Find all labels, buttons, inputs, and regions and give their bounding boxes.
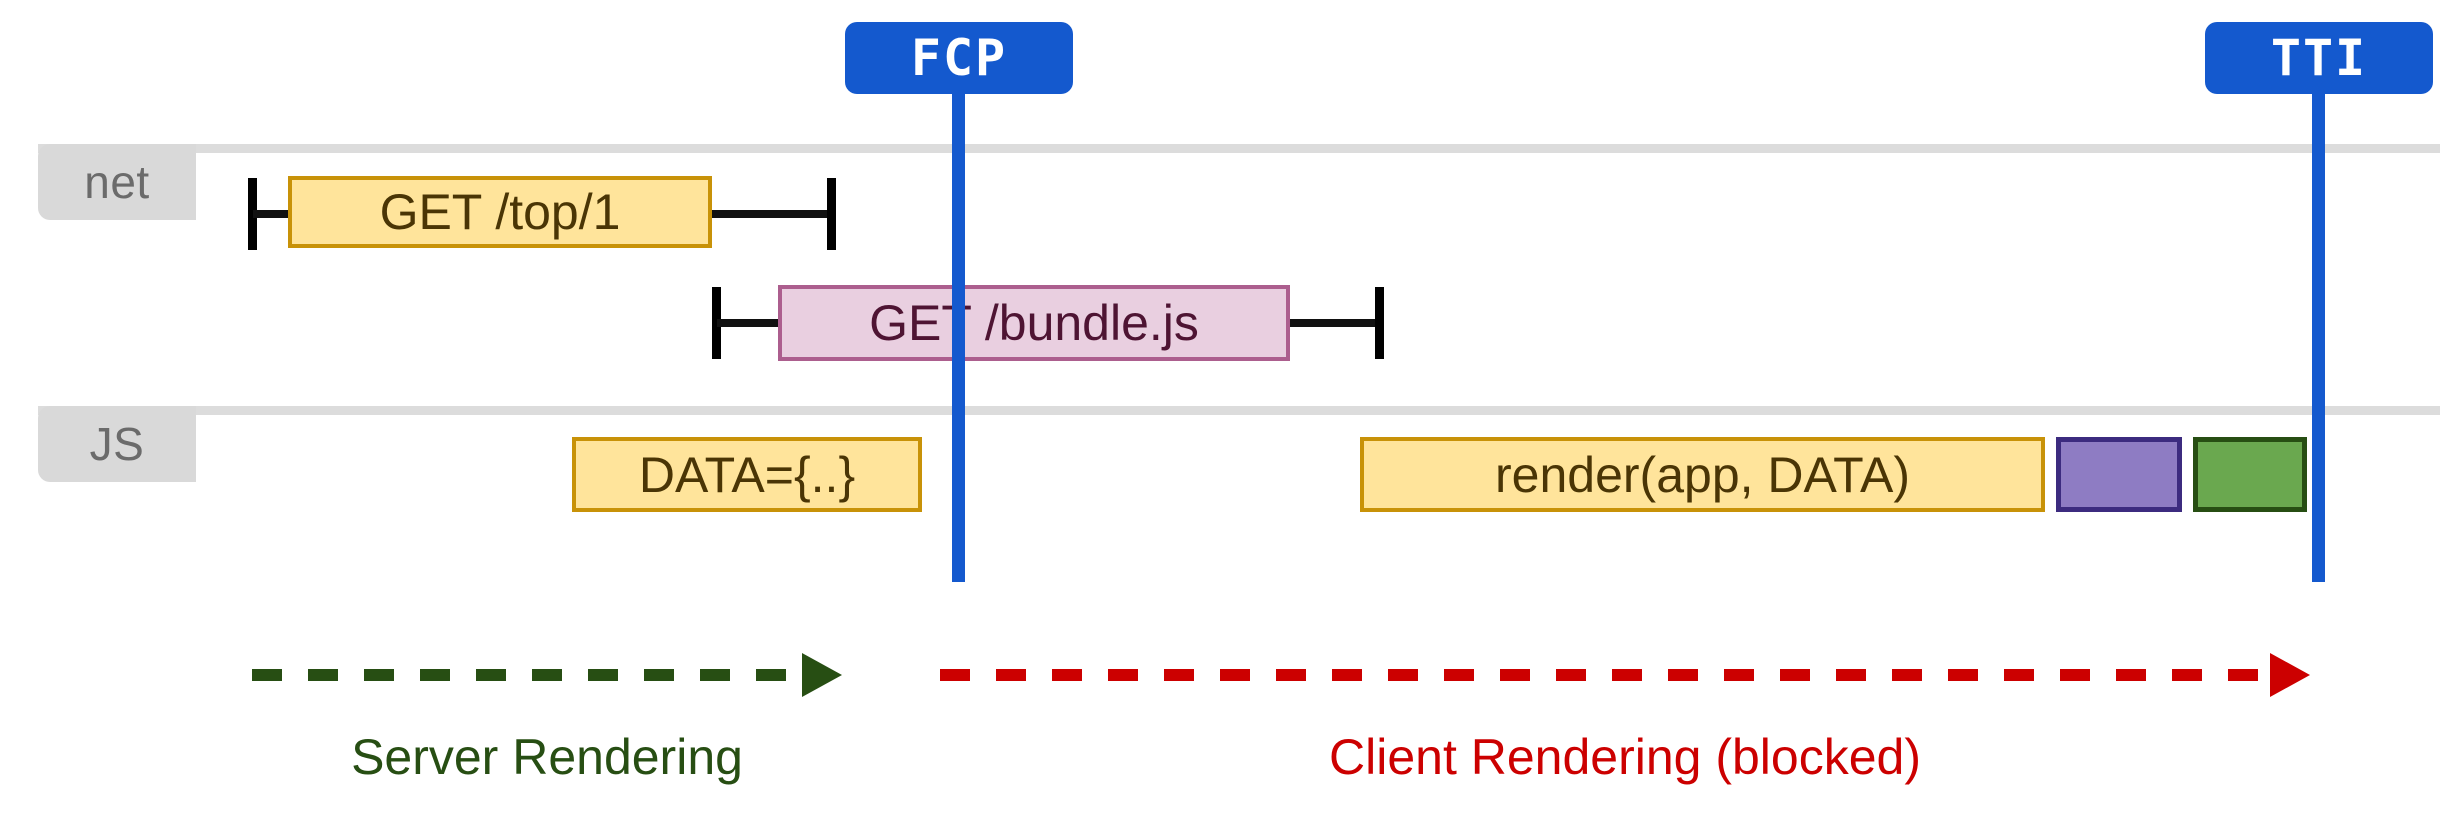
phase-arrow-server — [252, 653, 842, 697]
bar-end-cap-get-top — [827, 178, 836, 250]
bar-start-cap-get-bundle — [712, 287, 721, 359]
lane-track-js — [38, 406, 2440, 415]
phase-caption-server: Server Rendering — [152, 732, 942, 782]
bar-end-cap-get-bundle — [1375, 287, 1384, 359]
task-chip-green[interactable] — [2193, 437, 2307, 512]
milestone-badge-fcp-label: FCP — [910, 29, 1008, 87]
lane-label-js-text: JS — [89, 418, 145, 470]
bar-stub-right-get-top — [708, 210, 832, 218]
task-get-bundle[interactable]: GET /bundle.js — [778, 285, 1290, 361]
bar-start-cap-get-top — [248, 178, 257, 250]
phase-arrow-client-shaft — [940, 669, 2270, 681]
task-get-bundle-label: GET /bundle.js — [869, 295, 1199, 351]
bar-stub-left-get-top — [253, 210, 293, 218]
lane-track-net — [38, 144, 2440, 153]
milestone-badge-fcp[interactable]: FCP — [845, 22, 1073, 94]
phase-caption-client-text: Client Rendering (blocked) — [1329, 729, 1921, 785]
phase-caption-server-text: Server Rendering — [351, 729, 743, 785]
task-data-assign-label: DATA={..} — [638, 446, 856, 503]
task-data-assign[interactable]: DATA={..} — [572, 437, 922, 512]
milestone-badge-tti-label: TTI — [2270, 29, 2368, 87]
milestone-line-tti — [2312, 92, 2325, 582]
arrow-head-icon — [802, 653, 842, 697]
task-render-label: render(app, DATA) — [1495, 446, 1910, 503]
bar-stub-right-get-bundle — [1286, 319, 1380, 327]
milestone-line-fcp — [952, 92, 965, 582]
lane-label-net: net — [38, 144, 196, 220]
lane-label-js: JS — [38, 406, 196, 482]
task-chip-purple[interactable] — [2056, 437, 2182, 512]
arrow-head-icon — [2270, 653, 2310, 697]
milestone-badge-tti[interactable]: TTI — [2205, 22, 2433, 94]
lane-label-net-text: net — [84, 156, 150, 208]
task-get-top[interactable]: GET /top/1 — [288, 176, 712, 248]
task-render[interactable]: render(app, DATA) — [1360, 437, 2045, 512]
task-get-top-label: GET /top/1 — [379, 184, 621, 240]
phase-arrow-server-shaft — [252, 669, 802, 681]
bar-stub-left-get-bundle — [717, 319, 782, 327]
phase-caption-client: Client Rendering (blocked) — [830, 732, 2420, 782]
phase-arrow-client — [940, 653, 2310, 697]
